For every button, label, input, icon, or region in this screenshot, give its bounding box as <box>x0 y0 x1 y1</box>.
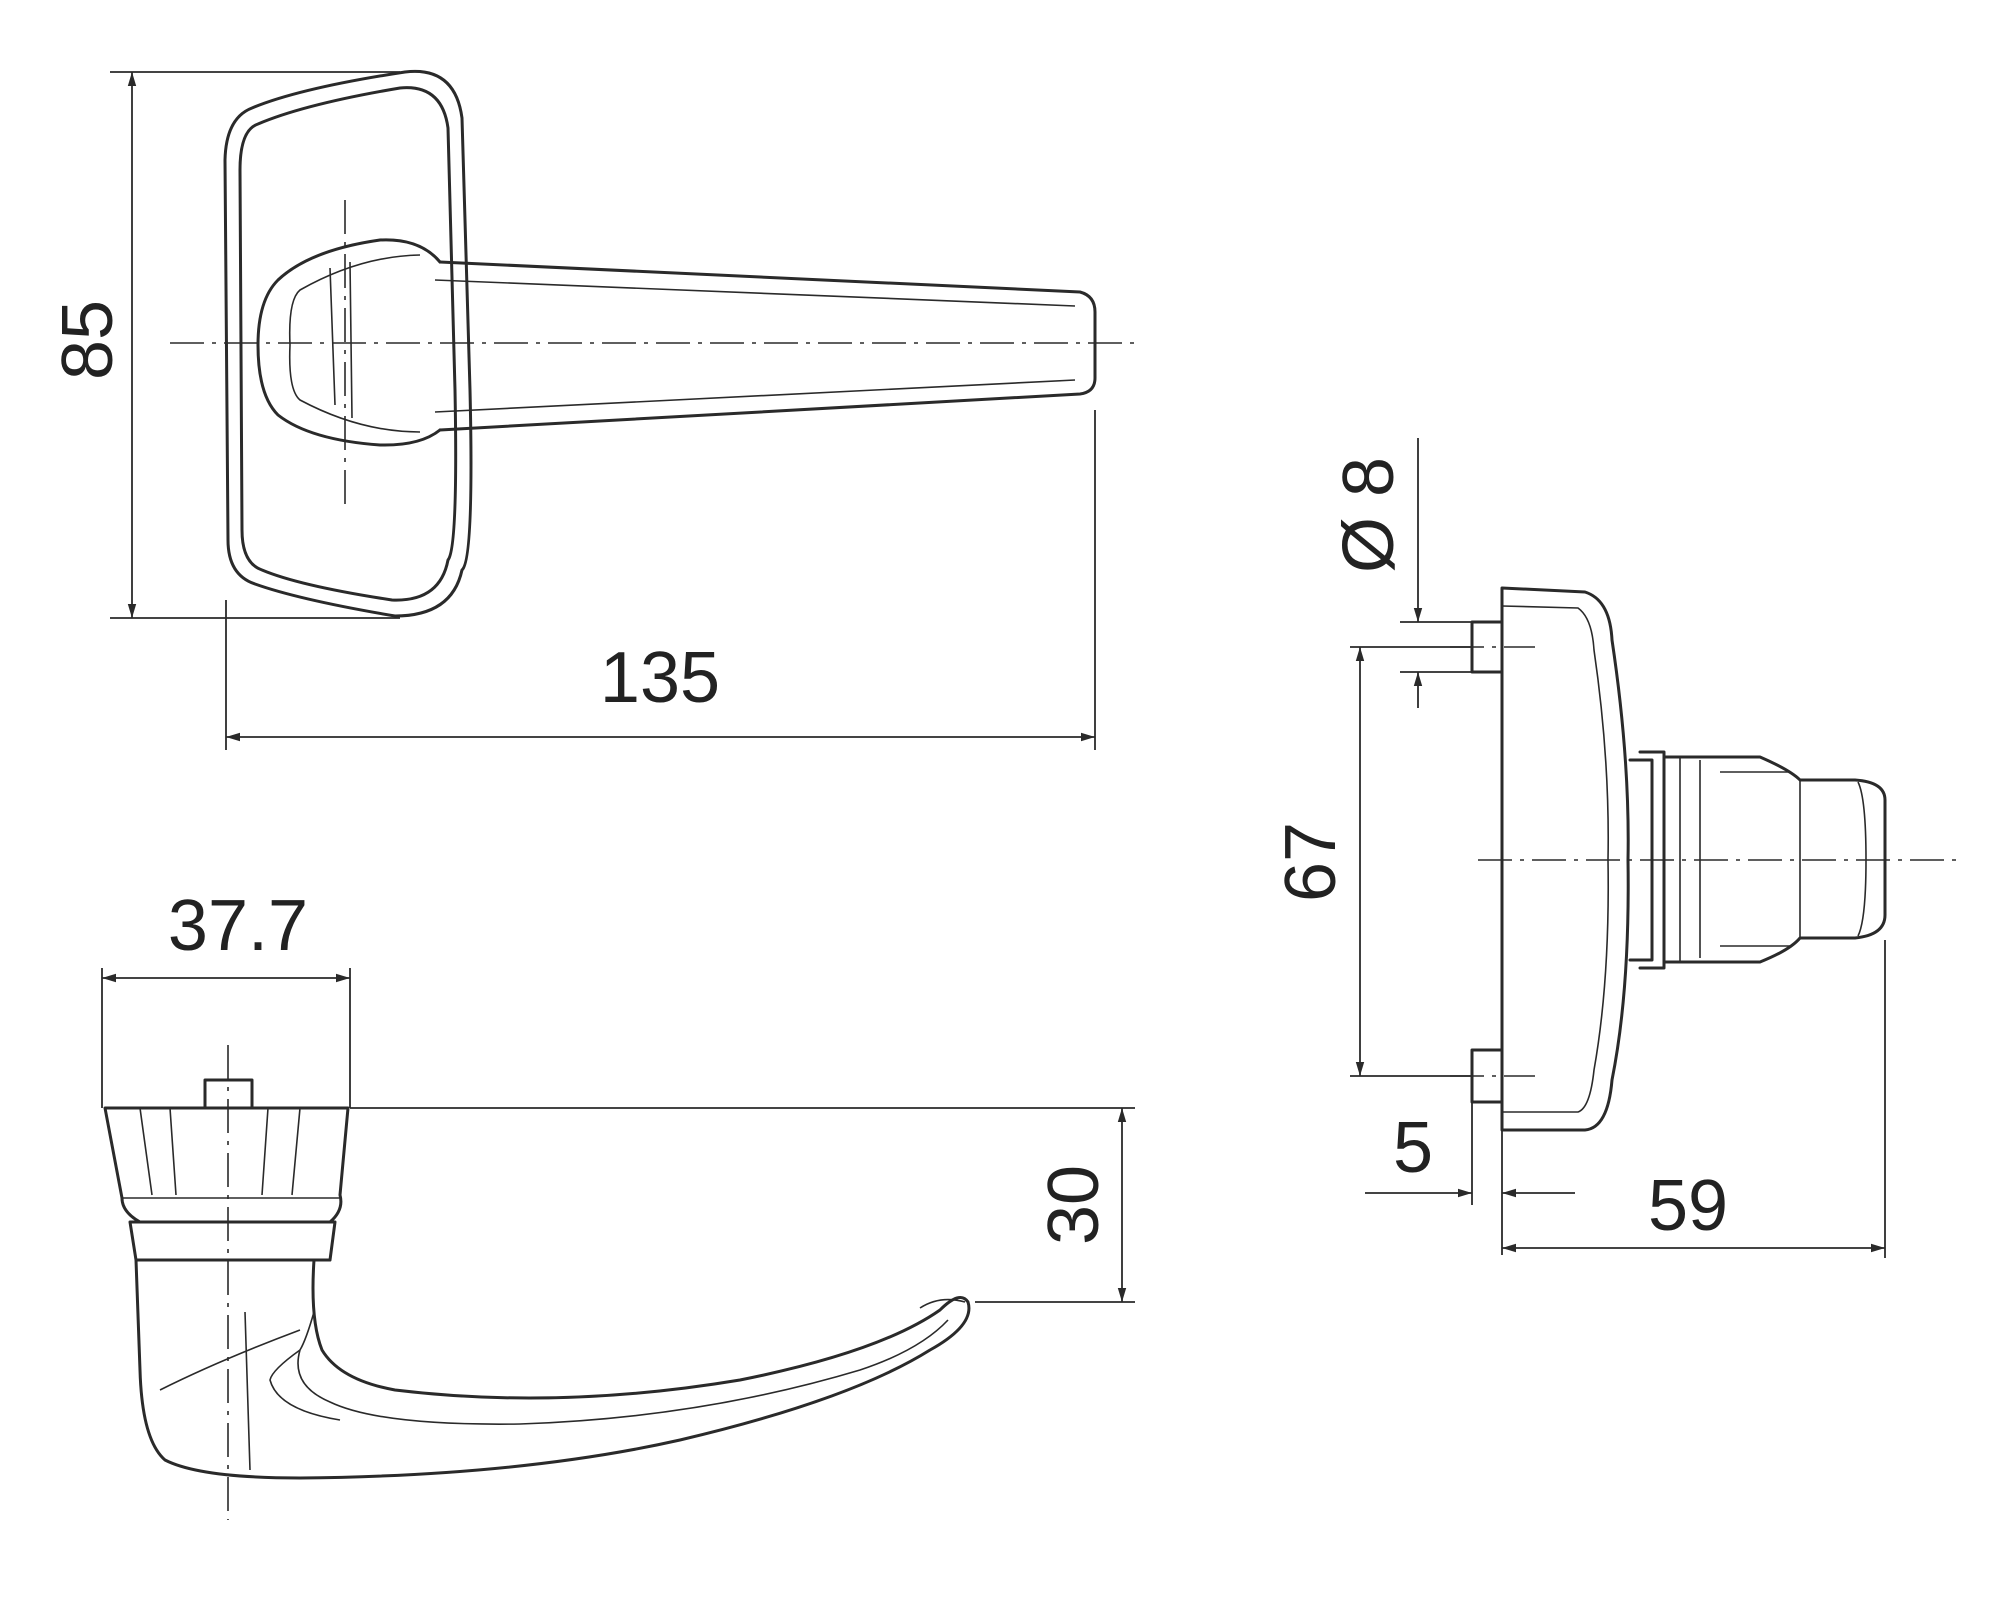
side-spindle-stub <box>203 1078 254 1110</box>
section-shank <box>1662 755 1887 964</box>
front-lever-body <box>438 260 1097 432</box>
section-pin-centerlines <box>1450 646 1535 1077</box>
dim-8-label: Ø 8 <box>1329 457 1409 573</box>
section-view: Ø 8 67 5 59 <box>1271 438 1960 1258</box>
dim-30-label: 30 <box>1034 1165 1114 1245</box>
side-rose-flutes <box>122 1107 340 1199</box>
front-view: 85 135 <box>48 69 1140 750</box>
side-rose-top <box>103 1106 350 1224</box>
front-lever-neck-step <box>329 261 353 419</box>
section-rose-inner <box>1501 605 1610 1113</box>
dim-59-label: 59 <box>1648 1166 1728 1246</box>
side-rose-collar <box>128 1220 337 1262</box>
dim-85-label: 85 <box>48 300 128 380</box>
dim-135-label: 135 <box>600 638 720 718</box>
dim-37-7-label: 37.7 <box>168 886 308 966</box>
front-lever-edge <box>434 279 1076 413</box>
dim-5-label: 5 <box>1393 1108 1433 1188</box>
front-rose-inner <box>238 86 458 602</box>
front-rose-outline <box>223 69 473 618</box>
front-lever-neck <box>256 238 442 447</box>
dim-67-label: 67 <box>1271 822 1351 902</box>
side-lever-shank <box>134 1258 971 1480</box>
side-lever-inner-curve <box>297 1311 949 1425</box>
section-rose-outline <box>1500 586 1630 1132</box>
side-lever-tip <box>919 1298 966 1309</box>
side-lever-inner-curve-2 <box>159 1311 341 1471</box>
side-view: 37.7 30 <box>101 886 1135 1520</box>
